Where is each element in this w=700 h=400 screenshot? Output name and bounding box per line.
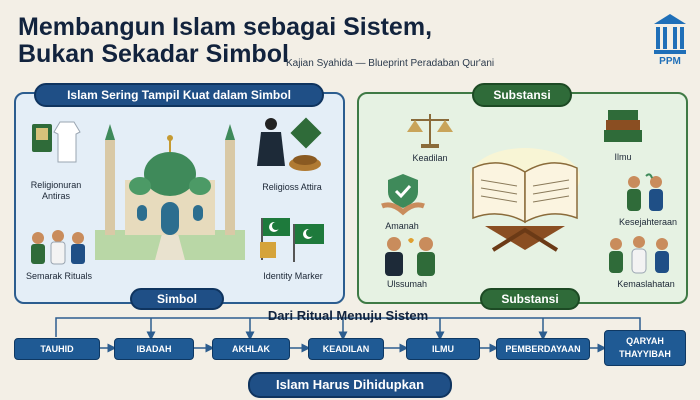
page-title: Membangun Islam sebagai Sistem, Bukan Se… bbox=[18, 14, 458, 68]
ppm-logo: PPM bbox=[650, 12, 690, 72]
quran-and-robe-icon bbox=[32, 121, 81, 163]
step-ilmu: ILMU bbox=[406, 338, 480, 360]
title-line-2: Bukan Sekadar Simbol bbox=[18, 40, 289, 68]
label-ukhuwah: Ulssumah bbox=[386, 279, 427, 289]
page-subtitle: Kajian Syahida — Blueprint Peradaban Qur… bbox=[286, 58, 495, 69]
ppm-logo-icon bbox=[654, 14, 686, 54]
label-identity: Identity Marker bbox=[263, 271, 323, 281]
substance-panel-heading: Substansi bbox=[472, 83, 572, 107]
shield-hands-icon bbox=[381, 174, 425, 216]
label-religious-attire: Religionuran Antiras bbox=[30, 180, 82, 201]
label-kesejahteraan: Kesejahteraan bbox=[618, 217, 678, 227]
substance-footer: Substansi bbox=[480, 288, 580, 310]
symbol-panel-heading: Islam Sering Tampil Kuat dalam Simbol bbox=[34, 83, 324, 107]
label-ilmu: Ilmu bbox=[614, 152, 632, 162]
step-keadilan: KEADILAN bbox=[308, 338, 384, 360]
label-amanah: Amanah bbox=[385, 221, 419, 231]
scales-icon bbox=[407, 114, 453, 148]
two-people-icon bbox=[385, 237, 435, 276]
label-religious-attire-2: Religioss Attira bbox=[262, 182, 322, 192]
books-icon bbox=[604, 110, 642, 142]
label-rituals: Semarak Rituals bbox=[25, 271, 93, 281]
flow-title: Dari Ritual Menuju Sistem bbox=[267, 308, 429, 323]
symbol-footer: Simbol bbox=[130, 288, 224, 310]
step-akhlak: AKHLAK bbox=[212, 338, 290, 360]
final-banner: Islam Harus Dihidupkan bbox=[248, 372, 452, 398]
logo-text: PPM bbox=[659, 56, 681, 67]
label-keadilan: Keadilan bbox=[412, 153, 448, 163]
label-kemaslahatan: Kemaslahatan bbox=[617, 279, 675, 289]
step-pemberdayaan: PEMBERDAYAAN bbox=[496, 338, 590, 360]
mosque-icon bbox=[95, 124, 245, 260]
open-quran-icon bbox=[470, 148, 580, 252]
step-tauhid: TAUHID bbox=[14, 338, 100, 360]
attire-and-dates-icon bbox=[257, 117, 322, 171]
family-icon bbox=[627, 173, 663, 211]
step-qaryah-thayyibah: QARYAH THAYYIBAH bbox=[604, 330, 686, 366]
community-icon bbox=[609, 236, 669, 274]
crowd-rituals-icon bbox=[31, 230, 85, 265]
step-ibadah: IBADAH bbox=[114, 338, 194, 360]
title-line-1: Membangun Islam sebagai Sistem, bbox=[18, 13, 433, 41]
flags-icon bbox=[260, 218, 324, 262]
